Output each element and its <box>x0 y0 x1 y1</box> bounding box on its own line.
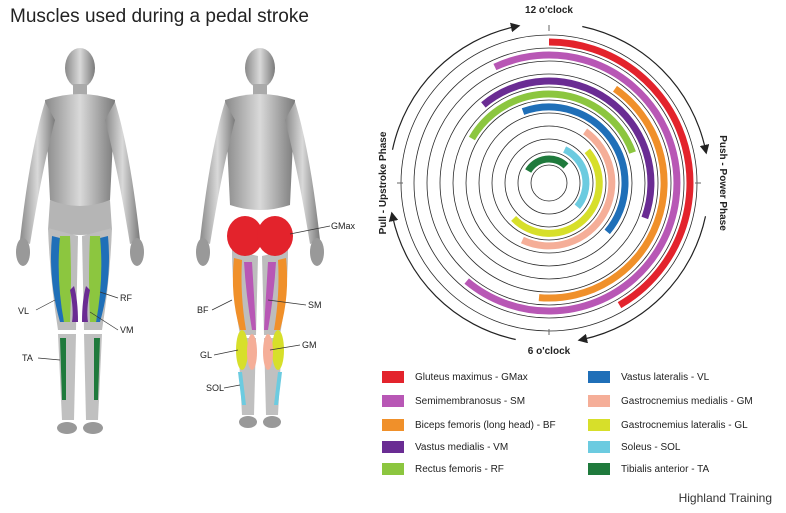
front-ta-right-muscle <box>94 338 100 400</box>
back-gm-left-muscle <box>247 334 257 370</box>
label-gl: GL <box>200 350 212 360</box>
legend-swatch <box>382 395 404 407</box>
legend-item-vl: Vastus lateralis - VL <box>588 371 709 383</box>
front-body-figure <box>16 48 144 434</box>
back-bf-right-muscle <box>274 258 288 330</box>
legend-swatch <box>382 371 404 383</box>
back-gl-right-muscle <box>272 330 284 370</box>
label-gm: GM <box>302 340 317 350</box>
activation-arc <box>468 90 636 154</box>
pull-phase-label: Pull - Upstroke Phase <box>378 131 389 234</box>
activation-arc <box>538 85 668 302</box>
activation-arc <box>525 155 569 173</box>
ring <box>413 47 685 319</box>
legend-swatch <box>588 441 610 453</box>
front-rf-left-muscle <box>58 236 71 322</box>
label-sol: SOL <box>206 383 224 393</box>
front-ta-left-muscle <box>60 338 66 400</box>
legend-swatch <box>588 419 610 431</box>
front-muscle-highlights <box>51 236 109 400</box>
ring <box>439 73 659 293</box>
ring <box>530 164 568 202</box>
clock-12-label: 12 o'clock <box>525 5 573 16</box>
activation-arc <box>511 148 603 237</box>
back-sm-right-muscle <box>264 262 276 330</box>
push-phase-label: Push - Power Phase <box>717 135 728 231</box>
front-callouts: VL RF VM TA <box>18 291 134 363</box>
front-vm-right-muscle <box>82 286 90 322</box>
ring <box>452 86 646 280</box>
arrow-bottom-right <box>577 216 707 344</box>
label-vm: VM <box>120 325 134 335</box>
arrow-top-left <box>391 22 521 150</box>
activation-arc <box>548 38 694 309</box>
ring <box>426 60 672 306</box>
activation-arc <box>481 77 655 220</box>
arrow-bottom-left <box>388 211 516 341</box>
label-sm: SM <box>308 300 322 310</box>
footer-credit: Highland Training <box>678 491 772 505</box>
back-gmax-right-muscle <box>257 216 293 256</box>
ring <box>465 99 633 267</box>
legend-swatch <box>382 463 404 475</box>
ring <box>478 112 620 254</box>
activation-arc <box>520 128 616 250</box>
legend-item-gm: Gastrocnemius medialis - GM <box>588 395 753 407</box>
legend-swatch <box>588 371 610 383</box>
legend-item-gmax: Gluteus maximus - GMax <box>382 371 528 383</box>
activation-arcs <box>464 38 694 315</box>
label-gmax: GMax <box>331 221 356 231</box>
arrow-top-right <box>582 25 710 155</box>
legend-swatch <box>588 463 610 475</box>
label-vl: VL <box>18 306 29 316</box>
back-callouts: GMax BF SM GL GM SOL <box>197 221 356 393</box>
legend-swatch <box>382 441 404 453</box>
back-gm-right-muscle <box>263 334 273 370</box>
activation-arc <box>464 51 681 315</box>
activation-arc <box>562 146 590 210</box>
legend-item-vm: Vastus medialis - VM <box>382 441 508 453</box>
page-title: Muscles used during a pedal stroke <box>10 6 309 27</box>
activation-arc <box>521 103 629 235</box>
back-sm-left-muscle <box>244 262 256 330</box>
back-gl-left-muscle <box>236 330 248 370</box>
back-muscle-highlights <box>227 216 293 405</box>
back-sol-left-muscle <box>238 372 246 405</box>
legend-swatch <box>382 419 404 431</box>
label-bf: BF <box>197 305 209 315</box>
legend-item-sol: Soleus - SOL <box>588 441 680 453</box>
clock-6-label: 6 o'clock <box>528 346 571 357</box>
legend-item-gl: Gastrocnemius lateralis - GL <box>588 419 748 431</box>
front-rf-right-muscle <box>89 236 102 322</box>
legend-swatch <box>588 395 610 407</box>
back-bf-left-muscle <box>232 258 246 330</box>
legend-item-ta: Tibialis anterior - TA <box>588 463 709 475</box>
ring <box>504 138 594 228</box>
clock-ticks <box>397 25 701 335</box>
rotation-arrows <box>388 22 710 344</box>
back-sol-right-muscle <box>274 372 282 405</box>
legend-item-bf: Biceps femoris (long head) - BF <box>382 419 556 431</box>
legend-item-sm: Semimembranosus - SM <box>382 395 525 407</box>
ring <box>517 151 581 215</box>
legend-item-rf: Rectus femoris - RF <box>382 463 504 475</box>
front-vm-left-muscle <box>70 286 78 322</box>
back-gmax-left-muscle <box>227 216 263 256</box>
ring <box>491 125 607 241</box>
label-rf: RF <box>120 293 132 303</box>
label-ta: TA <box>22 353 33 363</box>
